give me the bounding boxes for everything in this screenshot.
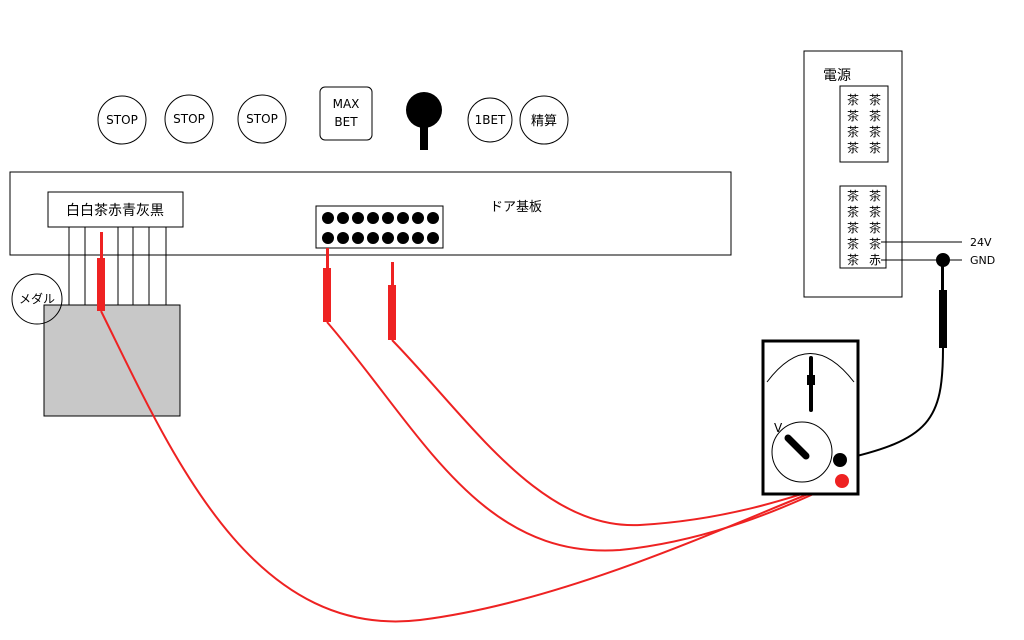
svg-text:STOP: STOP — [106, 113, 138, 127]
power-pin-label: 茶 — [847, 204, 859, 219]
medal-circle: メダル — [11, 273, 63, 325]
red-probe-medal — [97, 232, 105, 311]
medal-wires — [68, 227, 167, 305]
power-pin-label: 茶 — [847, 236, 859, 251]
power-pin-label: 茶 — [847, 252, 859, 267]
com-jack — [833, 453, 847, 467]
connector-pin — [427, 232, 439, 244]
red-probe-connector-1 — [323, 248, 331, 322]
power-pin-label: 茶 — [869, 92, 881, 107]
svg-text:MAX: MAX — [333, 97, 360, 111]
power-pin-label: 茶 — [847, 140, 859, 155]
connector-pin — [352, 232, 364, 244]
dial-pointer — [784, 434, 810, 460]
power-pin-label: 茶 — [847, 92, 859, 107]
connector-pin — [367, 212, 379, 224]
connector-pin — [382, 212, 394, 224]
power-upper-connector — [839, 85, 889, 163]
svg-text:STOP: STOP — [246, 112, 278, 126]
stop-button-1: STOP — [97, 95, 147, 145]
connector-pin — [322, 232, 334, 244]
connector-pin — [397, 232, 409, 244]
24v-label: 24V — [970, 236, 992, 249]
power-pin-label: 赤 — [869, 253, 881, 267]
power-pin-label: 茶 — [869, 220, 881, 235]
lever-icon — [406, 92, 442, 150]
connector-pin — [382, 232, 394, 244]
connector-pin — [412, 232, 424, 244]
multimeter: V — [761, 339, 860, 496]
power-pin-label: 茶 — [869, 188, 881, 203]
gnd-label: GND — [970, 254, 995, 267]
meter-needle — [807, 356, 815, 412]
svg-text:STOP: STOP — [173, 112, 205, 126]
power-pin-label: 茶 — [869, 204, 881, 219]
connector-pin — [412, 212, 424, 224]
connector-pin — [352, 212, 364, 224]
power-pin-label: 茶 — [869, 236, 881, 251]
connector-pin — [427, 212, 439, 224]
connector-pin — [397, 212, 409, 224]
power-label: 電源 — [823, 68, 851, 84]
settle-button: 精算 — [519, 95, 569, 145]
door-connector — [315, 205, 444, 249]
stop-button-3: STOP — [237, 94, 287, 144]
one-bet-button: 1BET — [467, 97, 513, 143]
medal-unit — [43, 304, 181, 417]
power-lower-connector — [839, 185, 887, 269]
power-pin-label: 茶 — [847, 220, 859, 235]
black-probe — [839, 253, 950, 461]
svg-text:精算: 精算 — [531, 114, 557, 129]
svg-text:メダル: メダル — [19, 291, 55, 306]
connector-pin — [337, 212, 349, 224]
max-bet-button: MAX BET — [319, 86, 373, 141]
wire-color-label: 白白茶赤青灰黒 — [66, 203, 164, 219]
door-board-label: ドア基板 — [490, 200, 542, 215]
power-pin-label: 茶 — [847, 188, 859, 203]
power-pin-label: 茶 — [869, 140, 881, 155]
power-pin-label: 茶 — [869, 108, 881, 123]
v-jack — [835, 474, 849, 488]
mode-label: V — [774, 421, 783, 435]
power-pin-label: 茶 — [847, 124, 859, 139]
red-probe-wires — [100, 310, 843, 623]
stop-button-2: STOP — [164, 94, 214, 144]
connector-pin — [337, 232, 349, 244]
svg-text:BET: BET — [334, 115, 358, 129]
red-probe-connector-2 — [388, 262, 396, 340]
svg-text:1BET: 1BET — [475, 113, 506, 127]
wire-color-box — [47, 191, 184, 228]
connector-pin — [322, 212, 334, 224]
connector-pin — [367, 232, 379, 244]
power-pin-label: 茶 — [847, 108, 859, 123]
power-pin-label: 茶 — [869, 124, 881, 139]
